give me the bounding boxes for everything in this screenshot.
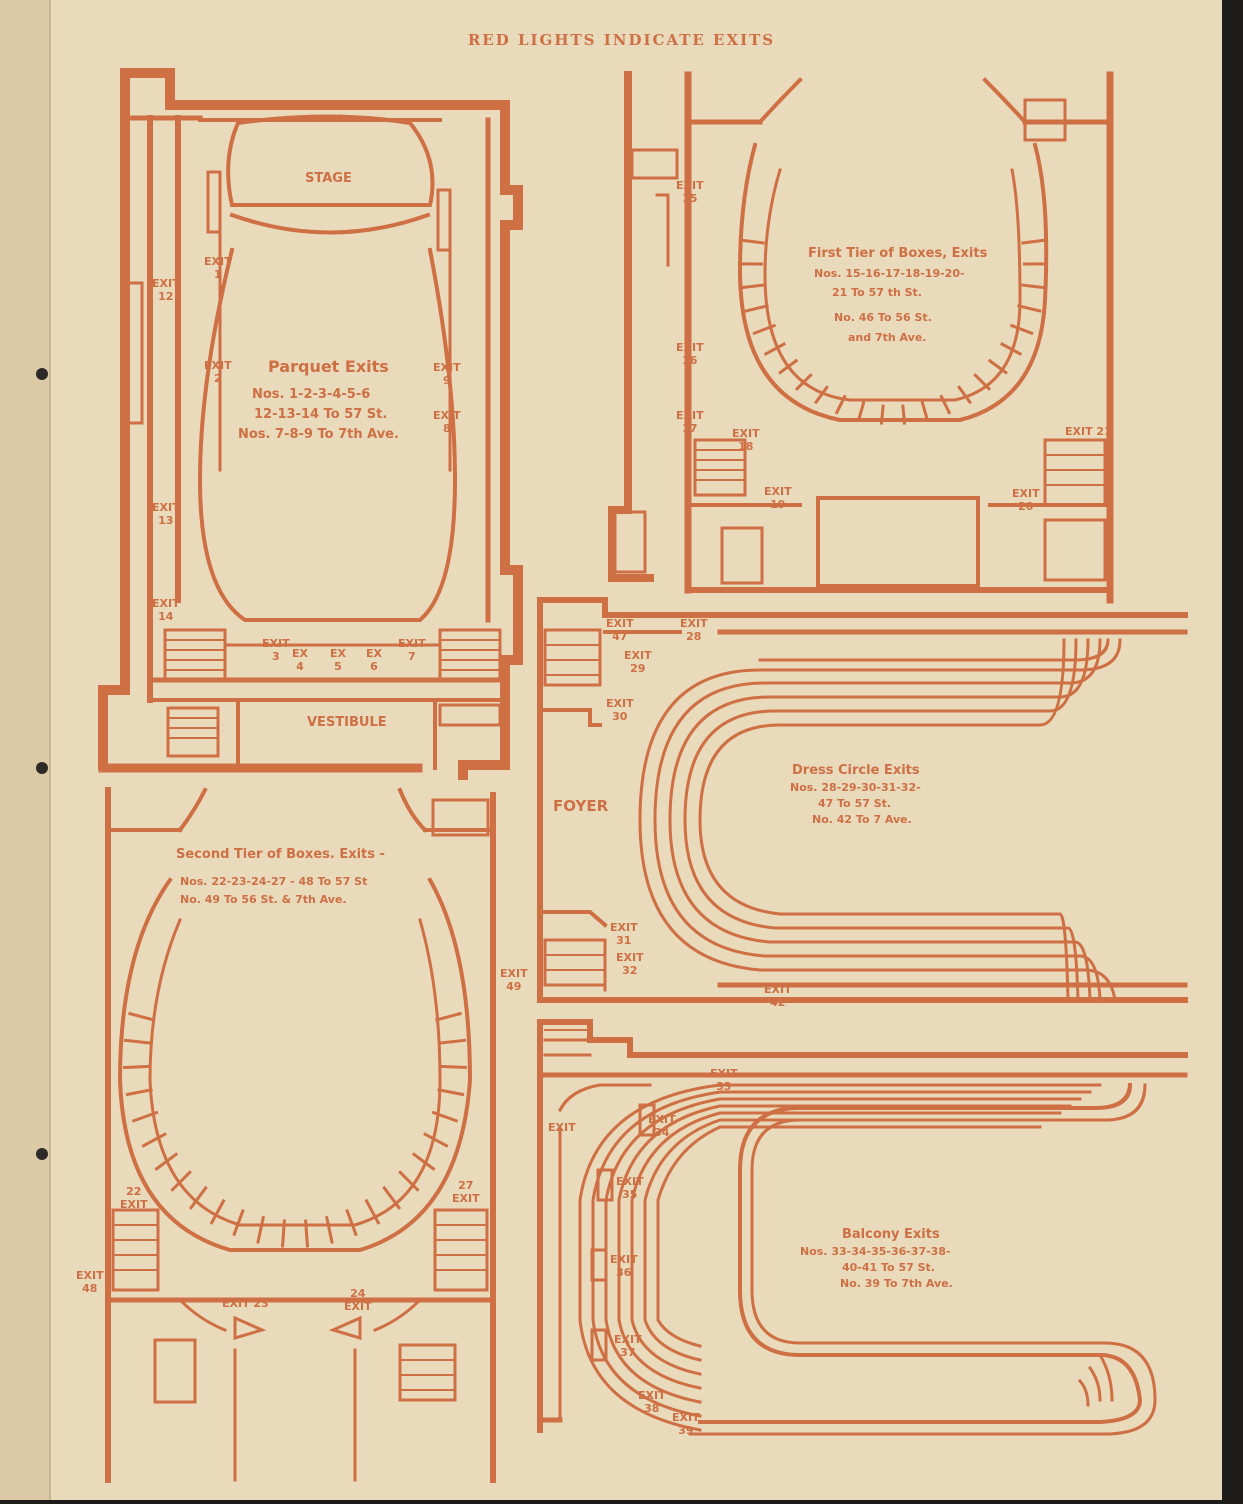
exit-19-label: EXIT 19 [764, 486, 792, 511]
parquet-line1: Nos. 1-2-3-4-5-6 [252, 388, 370, 403]
dress-circle-line3: No. 42 To 7 Ave. [812, 814, 912, 827]
balcony-title: Balcony Exits [842, 1228, 940, 1243]
binder-ring-3 [36, 1148, 48, 1160]
exit-36-label: EXIT 36 [610, 1254, 638, 1279]
first-tier-box-partition [881, 405, 883, 425]
exit-33-label: EXIT 33 [710, 1068, 738, 1093]
exit-42-label: EXIT 42 [764, 984, 792, 1009]
exit-balcony-left-label: EXIT [548, 1122, 576, 1135]
exit-34-label: EXIT 34 [648, 1114, 676, 1139]
exit-7-label: EXIT 7 [398, 638, 426, 663]
exit-6-label: EX 6 [366, 648, 382, 673]
binder-ring-2 [36, 762, 48, 774]
exit-48-label: EXIT 48 [76, 1270, 104, 1295]
parquet-title: Parquet Exits [268, 358, 389, 376]
exit-24-label: 24 EXIT [344, 1288, 372, 1313]
exit-32-label: EXIT 32 [616, 952, 644, 977]
dress-circle-line2: 47 To 57 St. [818, 798, 891, 811]
balcony-line3: No. 39 To 7th Ave. [840, 1278, 953, 1291]
exit-4-label: EX 4 [292, 648, 308, 673]
exit-30-label: EXIT 30 [606, 698, 634, 723]
page-header: RED LIGHTS INDICATE EXITS [0, 32, 1243, 49]
first-tier-title: First Tier of Boxes, Exits [808, 247, 987, 262]
dress-circle-title: Dress Circle Exits [792, 764, 920, 779]
exit-31-label: EXIT 31 [610, 922, 638, 947]
exit-28-label: EXIT 28 [680, 618, 708, 643]
second-tier-line1: Nos. 22-23-24-27 - 48 To 57 St [180, 876, 367, 889]
second-tier-box-partition [123, 1066, 150, 1067]
exit-1-label: EXIT 1 [204, 256, 232, 281]
balcony-line1: Nos. 33-34-35-36-37-38- [800, 1246, 951, 1259]
vestibule-label: VESTIBULE [307, 716, 387, 731]
exit-35-label: EXIT 35 [616, 1176, 644, 1201]
binding-margin [0, 0, 50, 1500]
exit-39-label: EXIT 39 [672, 1412, 700, 1437]
exit-16-label: EXIT 16 [676, 342, 704, 367]
foyer-label: FOYER [553, 798, 608, 815]
balcony-line2: 40-41 To 57 St. [842, 1262, 935, 1275]
second-tier-box-partition [306, 1220, 308, 1248]
exit-8-label: EXIT 8 [433, 410, 461, 435]
exit-12-label: EXIT 12 [152, 278, 180, 303]
exit-23-label: EXIT 23 [222, 1298, 269, 1311]
first-tier-box-partition [903, 405, 905, 425]
exit-20-label: EXIT 20 [1012, 488, 1040, 513]
stage-label: STAGE [305, 172, 352, 187]
exit-18-label: EXIT 18 [732, 428, 760, 453]
exit-22-label: 22 EXIT [120, 1186, 148, 1211]
exit-38-label: EXIT 38 [638, 1390, 666, 1415]
first-tier-line1: Nos. 15-16-17-18-19-20- [814, 268, 965, 281]
exit-27-label: 27 EXIT [452, 1180, 480, 1205]
exit-15-label: EXIT 15 [676, 180, 704, 205]
exit-13-label: EXIT 13 [152, 502, 180, 527]
exit-49-label: EXIT 49 [500, 968, 528, 993]
exit-2-label: EXIT 2 [204, 360, 232, 385]
exit-14-label: EXIT 14 [152, 598, 180, 623]
exit-9-label: EXIT 9 [433, 362, 461, 387]
parquet-line3: Nos. 7-8-9 To 7th Ave. [238, 428, 399, 443]
first-tier-line4: and 7th Ave. [848, 332, 926, 345]
exit-17-label: EXIT 17 [676, 410, 704, 435]
binder-ring-1 [36, 368, 48, 380]
first-tier-line3: No. 46 To 56 St. [834, 312, 932, 325]
second-tier-line2: No. 49 To 56 St. & 7th Ave. [180, 894, 347, 907]
second-tier-title: Second Tier of Boxes. Exits - [176, 848, 385, 863]
exit-29-label: EXIT 29 [624, 650, 652, 675]
exit-3-label: EXIT 3 [262, 638, 290, 663]
exit-5-label: EX 5 [330, 648, 346, 673]
dress-circle-line1: Nos. 28-29-30-31-32- [790, 782, 921, 795]
first-tier-line2: 21 To 57 th St. [832, 287, 922, 300]
second-tier-box-partition [440, 1066, 467, 1067]
parquet-line2: 12-13-14 To 57 St. [254, 408, 387, 423]
second-tier-box-partition [282, 1220, 284, 1248]
exit-37-label: EXIT 37 [614, 1334, 642, 1359]
exit-47-label: EXIT 47 [606, 618, 634, 643]
exit-21-label: EXIT 21 [1065, 426, 1112, 439]
